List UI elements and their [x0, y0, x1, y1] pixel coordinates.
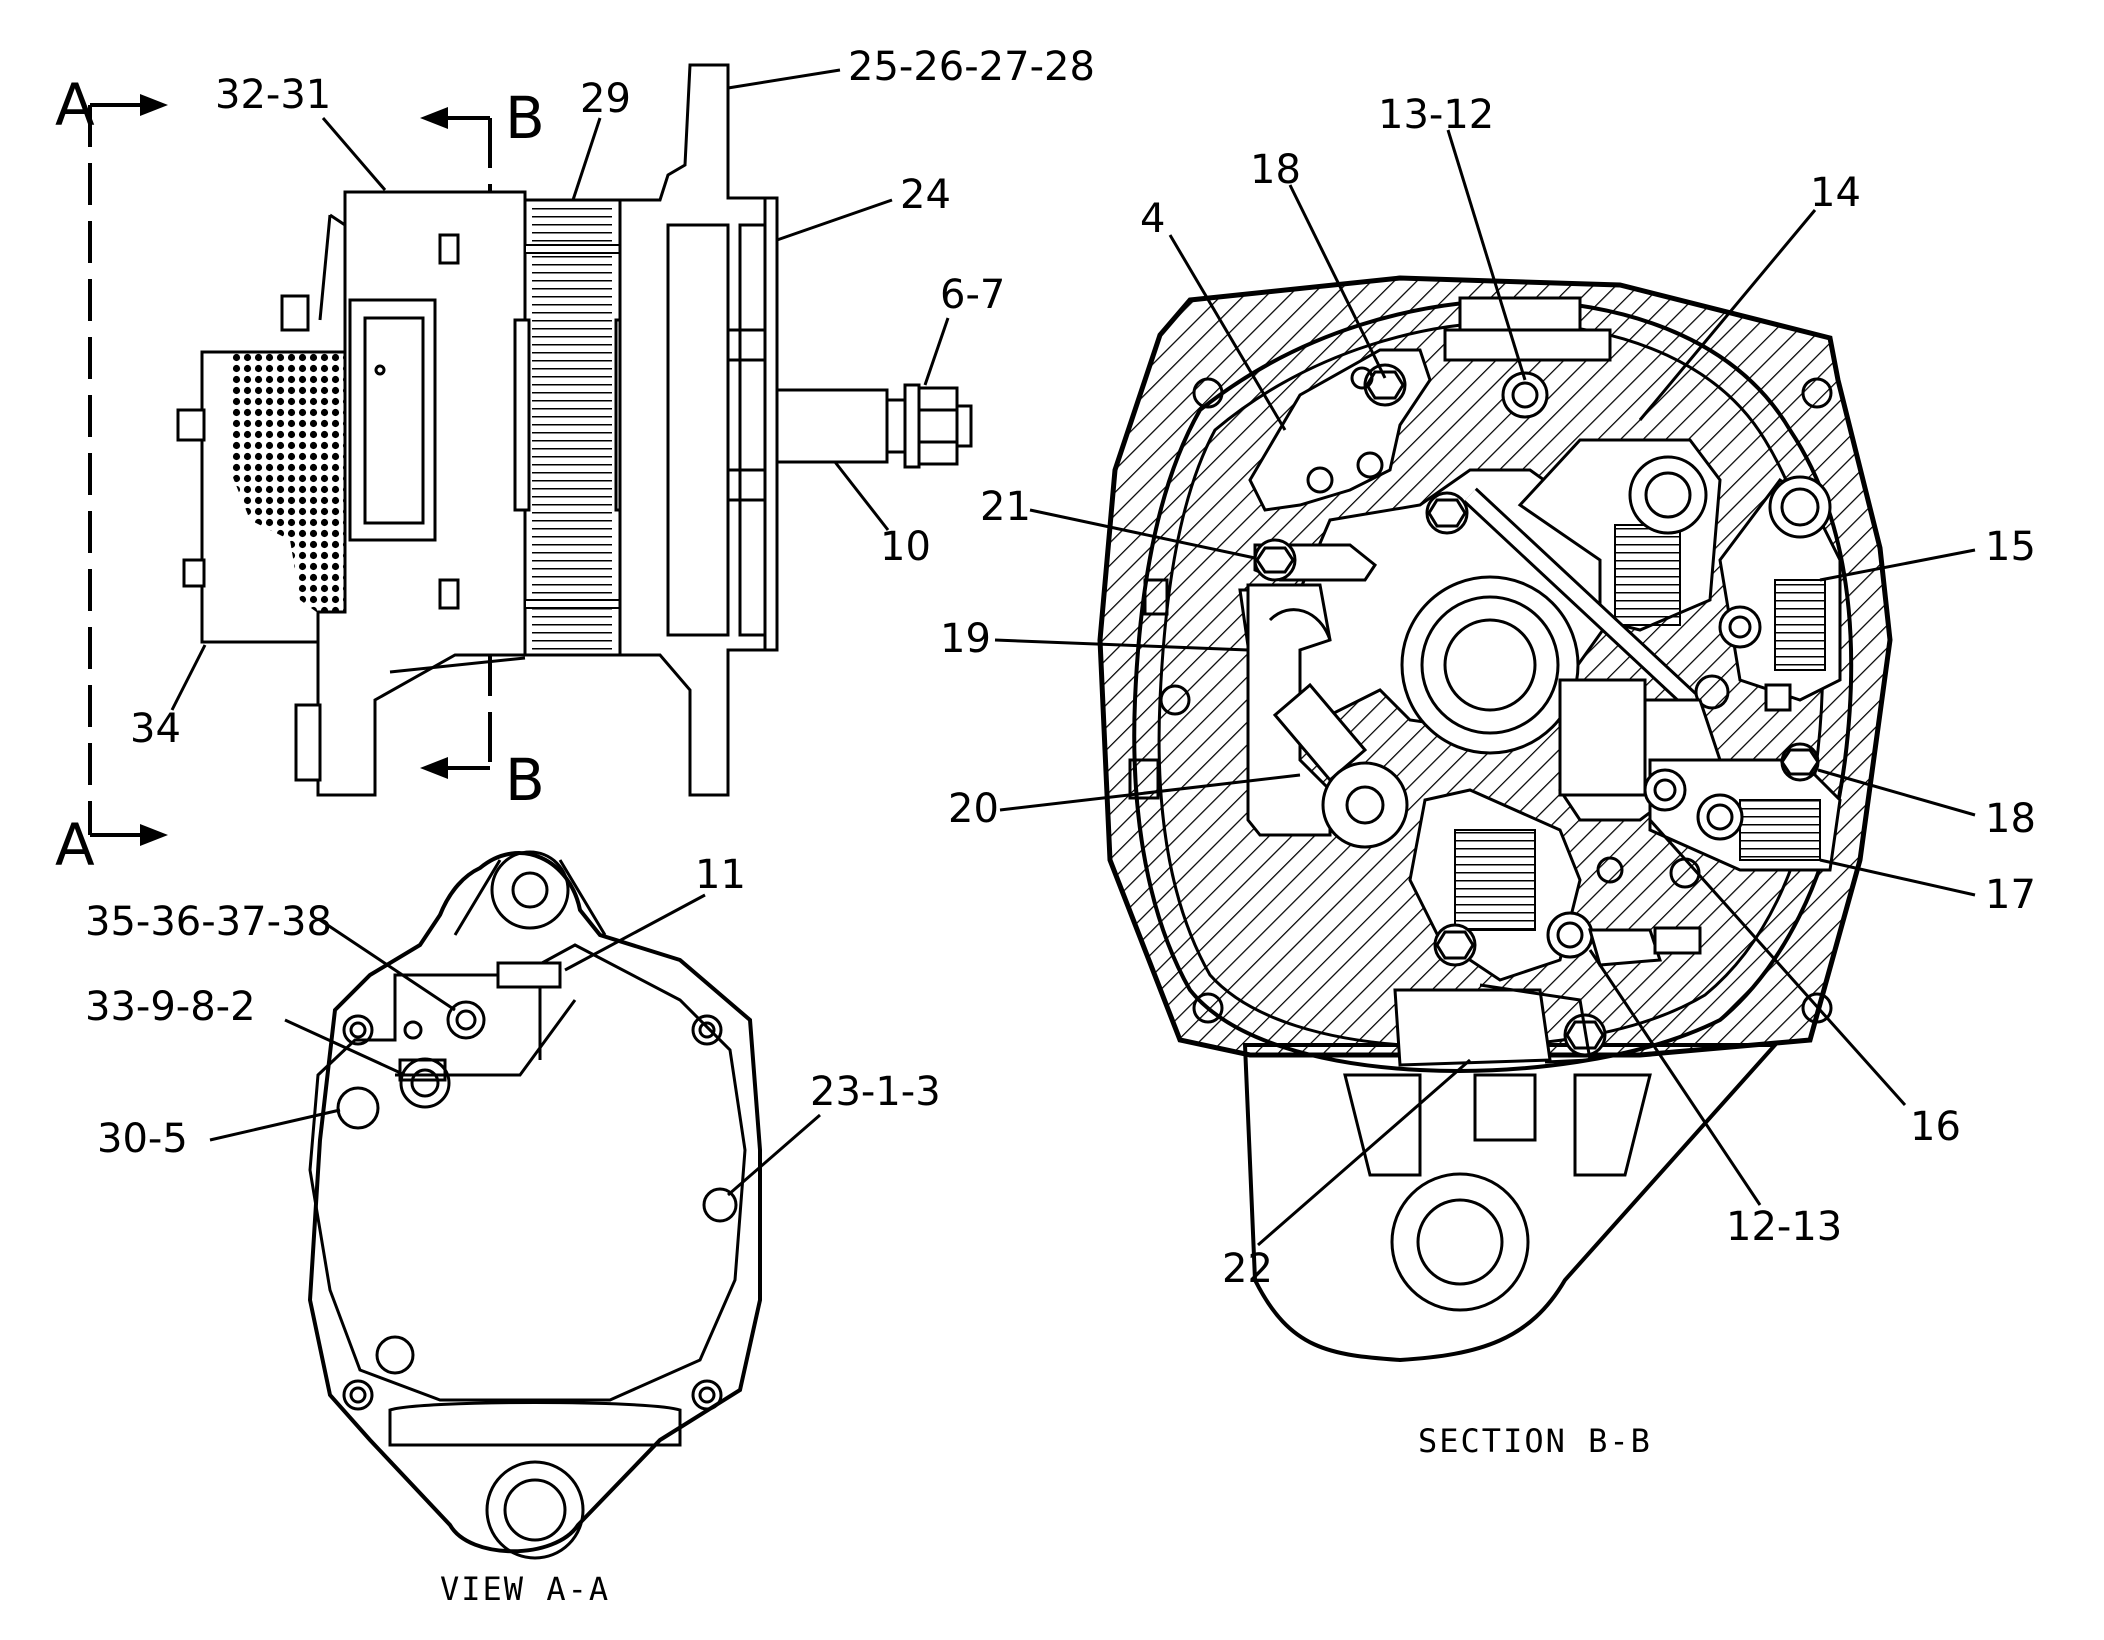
- callout-19: 19: [940, 616, 991, 662]
- callout-23-1-3: 23-1-3: [810, 1069, 941, 1115]
- section-marker-b-bottom: B: [505, 746, 545, 814]
- callout-25-28: 25-26-27-28: [848, 44, 1095, 90]
- callout-17: 17: [1985, 872, 2036, 918]
- callout-29: 29: [580, 76, 631, 122]
- callout-18-right: 18: [1985, 796, 2036, 842]
- callout-20: 20: [948, 786, 999, 832]
- section-marker-a-top: A: [55, 71, 95, 139]
- section-bb-leaders: [994, 129, 1976, 1247]
- stator-core: [513, 198, 632, 657]
- callout-18-top: 18: [1250, 147, 1301, 193]
- callout-14: 14: [1810, 170, 1861, 216]
- caption-view-aa: VIEW A-A: [440, 1570, 610, 1608]
- callout-4: 4: [1140, 196, 1165, 242]
- callout-32-31: 32-31: [215, 72, 331, 118]
- side-view: A A B B 32-31 29 25-26-27-28 24 6-7 10 3…: [55, 44, 1095, 879]
- section-marker-b-top: B: [505, 84, 545, 152]
- front-housing: [618, 63, 779, 797]
- callout-16: 16: [1910, 1104, 1961, 1150]
- callout-30-5: 30-5: [97, 1116, 188, 1162]
- shaft: [775, 383, 973, 469]
- view-aa: 11 35-36-37-38 33-9-8-2 30-5 23-1-3 VIEW…: [85, 850, 941, 1608]
- view-aa-leaders: [209, 893, 821, 1197]
- callout-10: 10: [880, 524, 931, 570]
- section-marker-a-bottom: A: [55, 811, 95, 879]
- rear-cover: [176, 294, 355, 644]
- section-bb: 18 13-12 14 4 21 15 19 20 18 17 16 12-13…: [940, 92, 2036, 1460]
- callout-24: 24: [900, 172, 951, 218]
- callout-15: 15: [1985, 524, 2036, 570]
- callout-33-9-8-2: 33-9-8-2: [85, 984, 256, 1030]
- callout-22: 22: [1222, 1246, 1273, 1292]
- side-view-leaders: [170, 68, 950, 711]
- callout-13-12: 13-12: [1378, 92, 1494, 138]
- callout-12-13: 12-13: [1726, 1204, 1842, 1250]
- callout-11: 11: [695, 852, 746, 898]
- callout-35-38: 35-36-37-38: [85, 899, 332, 945]
- callout-6-7: 6-7: [940, 272, 1005, 318]
- caption-section-bb: SECTION B-B: [1418, 1422, 1652, 1460]
- rear-housing: [294, 190, 527, 797]
- callout-21: 21: [980, 484, 1031, 530]
- section-line-a: [88, 94, 168, 846]
- callout-34: 34: [130, 706, 181, 752]
